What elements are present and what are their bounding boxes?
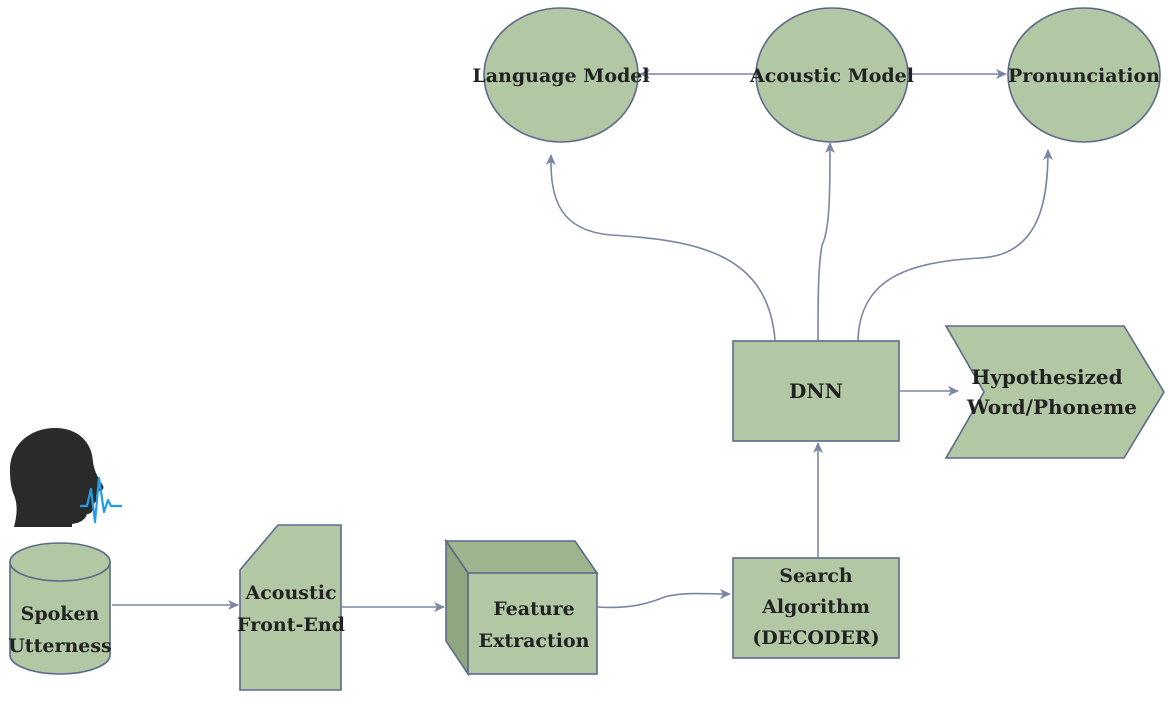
spoken-label-line2: Utterness xyxy=(8,635,112,657)
sound-wave-icon xyxy=(80,476,122,524)
arrow-dnn-to-language xyxy=(545,154,776,341)
acoustic-model-shape xyxy=(755,7,909,143)
hypothesized-label-line2: Word/Phoneme xyxy=(966,395,1137,419)
arrow-dnn-to-pronunciation xyxy=(857,149,1053,341)
search-shape xyxy=(732,557,900,659)
front-end-label-line1: Acoustic xyxy=(244,582,336,604)
spoken-cylinder-top xyxy=(9,542,111,582)
node-search-algorithm: Search Algorithm (DECODER) xyxy=(732,557,900,659)
node-language-model: Language Model xyxy=(472,7,650,143)
search-label-line3: (DECODER) xyxy=(752,627,879,649)
feature-label-line1: Feature xyxy=(493,598,575,620)
arrow-feature-to-search xyxy=(597,588,731,609)
speaking-head-icon xyxy=(10,428,104,527)
search-label-line2: Algorithm xyxy=(761,596,870,618)
front-end-shape xyxy=(239,524,342,691)
feature-label-line2: Extraction xyxy=(479,630,590,652)
acoustic-model-label: Acoustic Model xyxy=(749,65,914,87)
pronunciation-label: Pronunciation xyxy=(1008,65,1160,87)
node-acoustic-front-end: Acoustic Front-End xyxy=(237,524,345,691)
node-dnn: DNN xyxy=(732,340,900,442)
arrow-dnn-to-acoustic xyxy=(817,142,835,341)
connectors xyxy=(112,69,1053,612)
node-pronunciation: Pronunciation xyxy=(1007,7,1161,143)
search-label-line1: Search xyxy=(779,565,853,587)
spoken-label-line1: Spoken xyxy=(21,603,100,625)
node-hypothesized: Hypothesized Word/Phoneme xyxy=(944,325,1165,459)
hypothesized-shape xyxy=(944,325,1165,459)
dnn-shape xyxy=(732,340,900,442)
language-model-shape xyxy=(483,7,639,143)
feature-cube-top xyxy=(444,540,599,574)
node-spoken-utterness: Spoken Utterness xyxy=(8,542,112,675)
language-model-label: Language Model xyxy=(472,65,649,87)
feature-cube-front xyxy=(467,572,598,675)
node-acoustic-model: Acoustic Model xyxy=(749,7,914,143)
front-end-label-line2: Front-End xyxy=(237,614,345,636)
spoken-cylinder-body xyxy=(9,561,111,675)
dnn-label: DNN xyxy=(789,379,843,403)
hypothesized-label-line1: Hypothesized xyxy=(971,365,1122,389)
node-feature-extraction: Feature Extraction xyxy=(444,538,599,677)
pronunciation-shape xyxy=(1007,7,1161,143)
